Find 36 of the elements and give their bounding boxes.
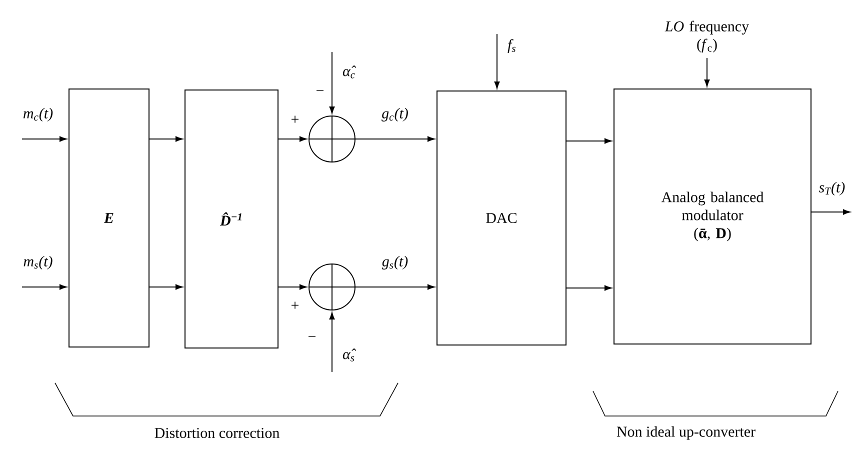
edge-label: s$_{T}$(t) (819, 182, 845, 196)
arrow (329, 312, 335, 372)
arrow (566, 285, 612, 291)
arrow (811, 209, 850, 215)
arrow (494, 34, 500, 89)
block-box: E (68, 88, 150, 348)
arrow (355, 284, 435, 290)
arrow (355, 136, 435, 142)
summing-junction (308, 115, 356, 163)
arrow (22, 136, 67, 142)
edge-label: α̂$_{c}$ (342, 66, 356, 78)
arrow (566, 138, 612, 144)
edge-label: m$_{c}$(t) (23, 108, 53, 122)
sign-label: − (308, 336, 316, 338)
arrow (278, 136, 307, 142)
edge-label: g$_{s}$(t) (382, 256, 408, 270)
arrow (329, 52, 335, 114)
arrow (149, 136, 183, 142)
summing-junction (308, 263, 356, 311)
group-caption: Non ideal up-converter (616, 426, 756, 440)
arrow (22, 284, 67, 290)
block-box: Analog balanced modulator (ᾱ, D) (614, 88, 812, 344)
arrow (278, 284, 307, 290)
block-box: D̂$^{−1}$ (184, 90, 278, 348)
edge-label: f$_{s}$ (508, 39, 516, 53)
sign-label: + (292, 302, 298, 309)
block-box: DAC (436, 90, 566, 346)
arrow (704, 58, 710, 87)
group-caption: Distortion correction (154, 428, 280, 438)
edge-label: LO frequency (f$_{c}$) (664, 20, 749, 52)
edge-label: g$_{c}$(t) (382, 108, 408, 122)
edge-label: α̂$_{s}$ (342, 348, 356, 362)
edge-label: m$_{s}$(t) (24, 256, 52, 270)
sign-label: − (316, 90, 324, 92)
arrow (149, 284, 183, 290)
sign-label: + (292, 116, 298, 123)
